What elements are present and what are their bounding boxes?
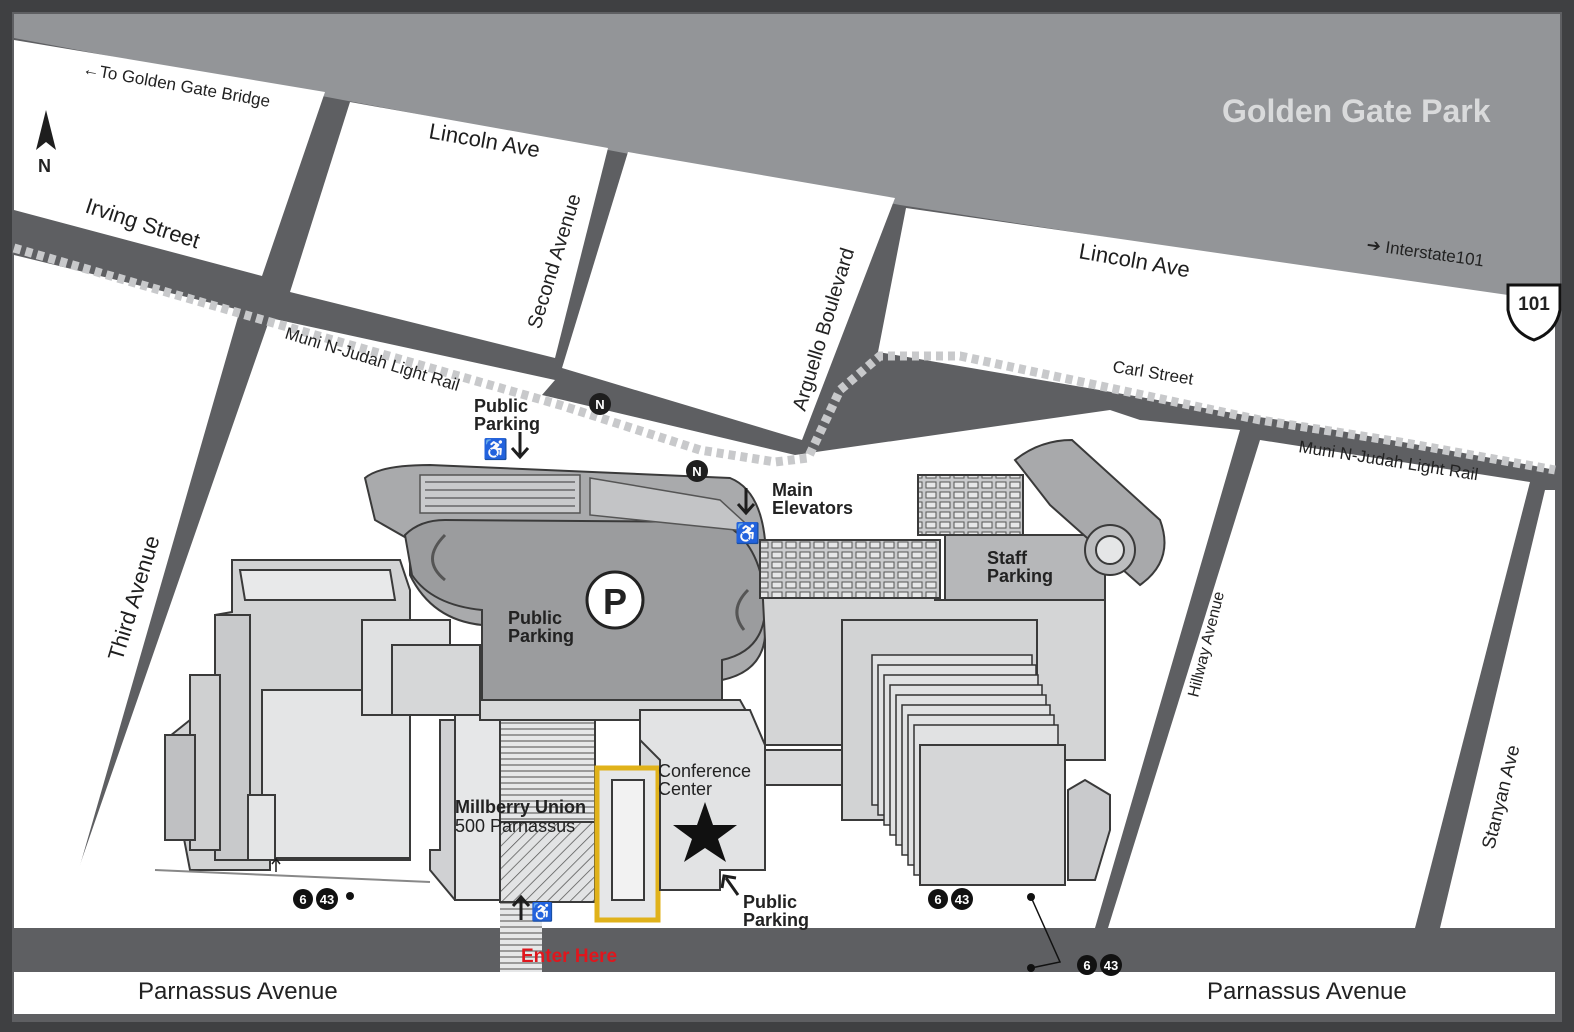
north-arrow-icon (36, 110, 56, 150)
golden-gate-park (14, 14, 1560, 310)
muni-rail-line (12, 243, 1556, 475)
label-millberry: Millberry Union (455, 797, 586, 817)
label-conference-2: Center (658, 779, 712, 799)
label-millberry-2: 500 Parnassus (455, 816, 575, 836)
label-public-parking-bottom-2: Parking (743, 910, 809, 930)
label-main-elevators-2: Elevators (772, 498, 853, 518)
up-arrow-icon (511, 894, 531, 920)
parking-icon: P (603, 581, 627, 622)
muni-stop-icon: N (686, 460, 708, 482)
bus-route-43: 43 (955, 892, 969, 907)
label-public-parking-bottom: Public (743, 892, 797, 912)
up-arrow-icon (720, 874, 740, 896)
label-main-elevators: Main (772, 480, 813, 500)
bus-stop-west: 6 43 (293, 888, 354, 910)
highway-shield-label: 101 (1518, 294, 1550, 315)
label-garage-2: Parking (508, 626, 574, 646)
svg-text:N: N (692, 464, 701, 479)
down-arrow-icon (736, 488, 756, 516)
label-staff-parking: Staff (987, 548, 1028, 568)
bus-stop-center: 6 43 (928, 888, 973, 910)
street-parnassus-east: Parnassus Avenue (1207, 978, 1407, 1005)
star-icon (673, 802, 737, 862)
buildings (154, 438, 1166, 923)
bus-route-43: 43 (320, 892, 334, 907)
enter-here-label: Enter Here (521, 946, 617, 967)
bus-route-6: 6 (299, 892, 306, 907)
bus-route-6: 6 (934, 892, 941, 907)
down-arrow-icon (510, 432, 530, 460)
label-public-parking-top: Public (474, 396, 528, 416)
wheelchair-icon: ♿ (531, 901, 553, 922)
label-staff-parking-2: Parking (987, 566, 1053, 586)
north-arrow: N (36, 110, 56, 176)
bus-stop-east: 6 43 (1027, 893, 1122, 976)
svg-text:N: N (595, 397, 604, 412)
bus-route-43: 43 (1104, 958, 1118, 973)
wheelchair-icon: ♿ (483, 437, 508, 461)
street-parnassus-west: Parnassus Avenue (138, 978, 338, 1005)
parnassus-road (14, 928, 1555, 972)
park-label: Golden Gate Park (1222, 93, 1491, 129)
north-label: N (38, 156, 51, 176)
label-public-parking-top-2: Parking (474, 414, 540, 434)
up-arrow-icon (271, 857, 281, 872)
bus-route-6: 6 (1083, 958, 1090, 973)
label-garage: Public (508, 608, 562, 628)
wheelchair-icon: ♿ (735, 521, 760, 545)
muni-stop-icon: N (589, 393, 611, 415)
label-conference: Conference (658, 761, 751, 781)
highway-shield-icon: 101 (1506, 283, 1562, 342)
